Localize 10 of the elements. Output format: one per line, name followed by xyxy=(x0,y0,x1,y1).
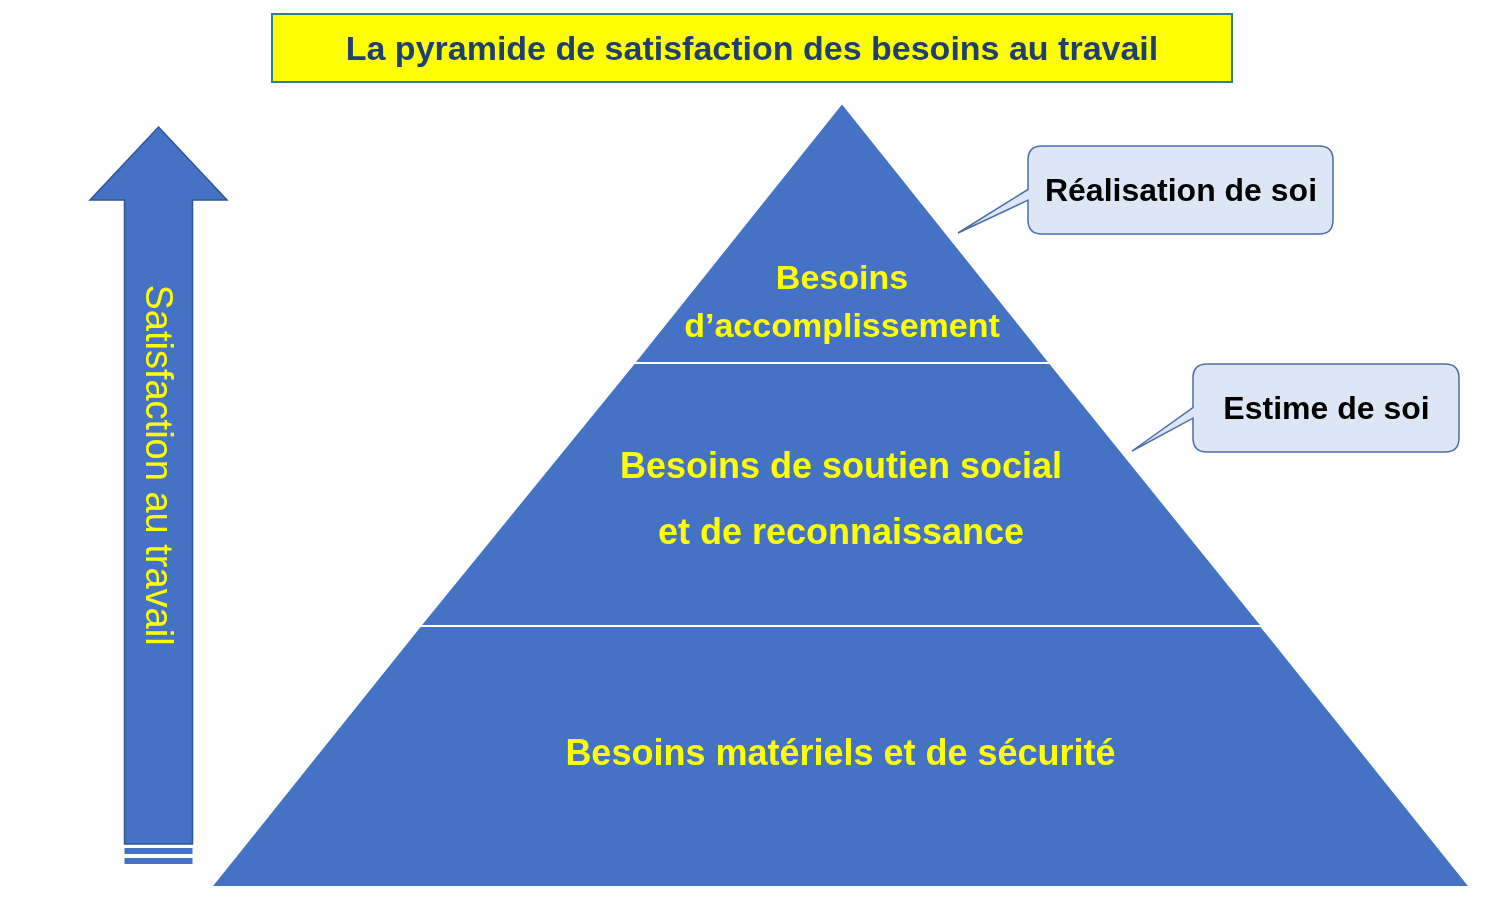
pyramid-tier xyxy=(211,626,1470,887)
arrow-label: Satisfaction au travail xyxy=(136,283,181,648)
tier-label: Besoins de soutien social et de reconnaissance xyxy=(618,444,1064,554)
callout-bubble xyxy=(1130,363,1460,453)
tier-label: Besoins matériels et de sécurité xyxy=(564,731,1117,775)
title-banner: La pyramide de satisfaction des besoins au travail xyxy=(271,13,1233,83)
callout-text: Estime de soi xyxy=(1222,389,1431,428)
callout-bubble xyxy=(956,145,1334,235)
callout-text: Réalisation de soi xyxy=(1043,171,1319,210)
tier-label: Besoins d’accomplissement xyxy=(683,257,1001,346)
